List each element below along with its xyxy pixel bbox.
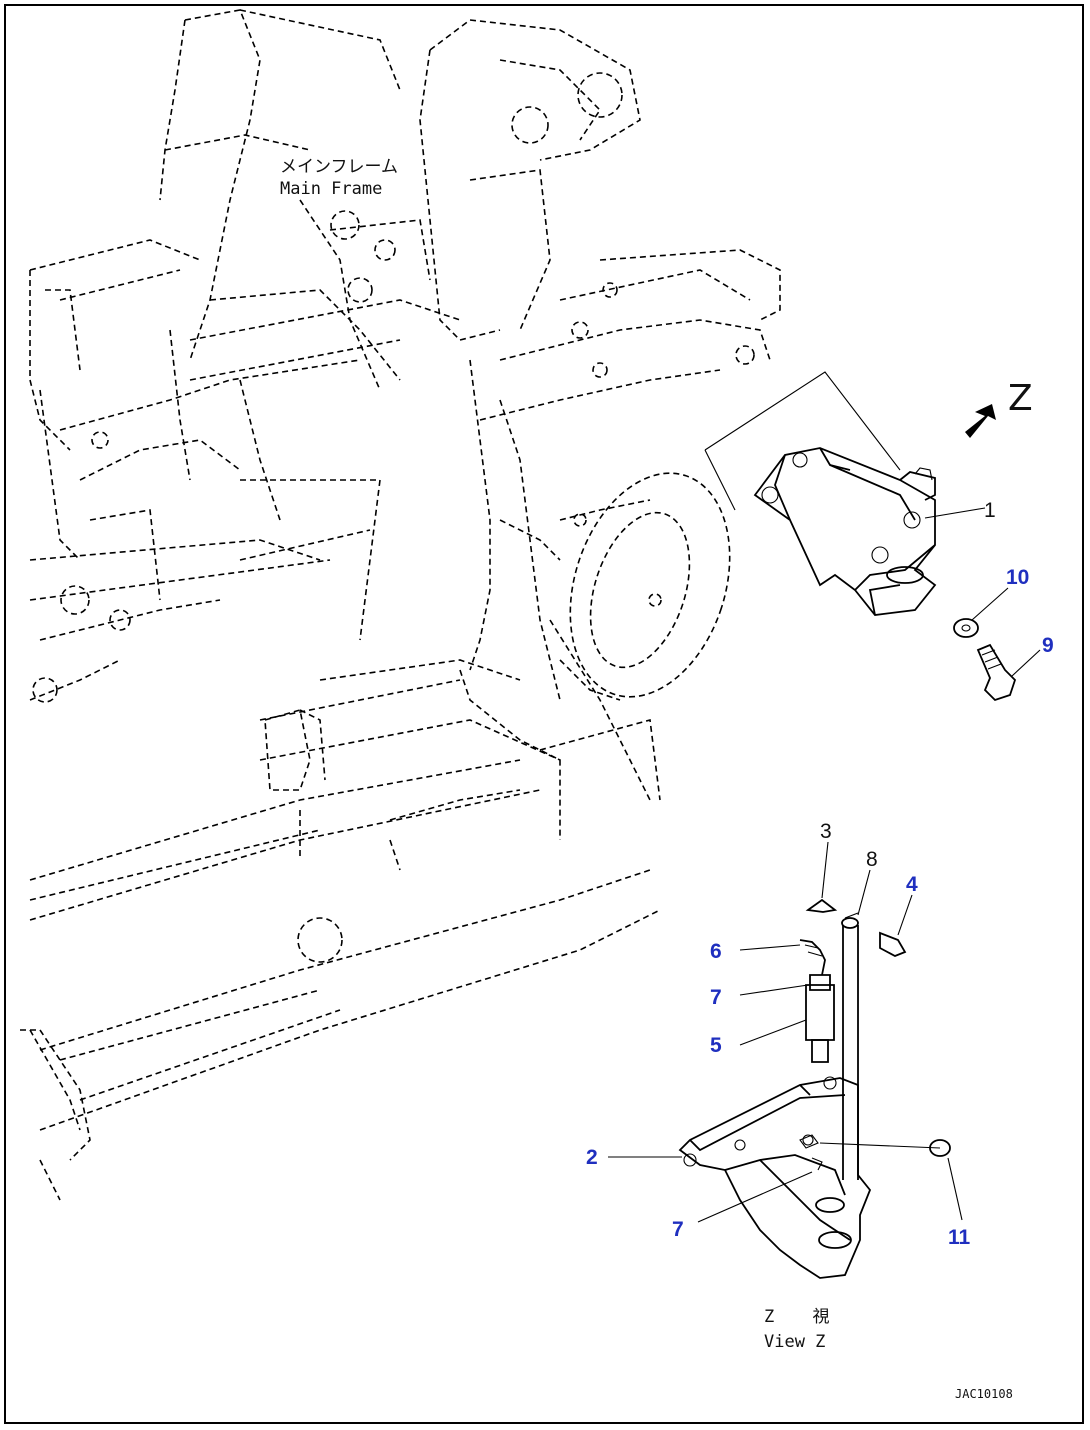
washer-and-bolt xyxy=(953,587,1041,702)
callout-part-1[interactable]: 1 xyxy=(984,499,996,522)
callout-part-8[interactable]: 8 xyxy=(866,848,878,871)
view-z-assembly xyxy=(608,841,963,1279)
view-z-label-jp: Z 視 xyxy=(764,1307,843,1327)
view-z-letter: Z xyxy=(1008,378,1033,419)
callout-part-7-upper[interactable]: 7 xyxy=(710,986,722,1009)
part-1-bracket xyxy=(704,371,986,616)
callout-part-10[interactable]: 10 xyxy=(1006,566,1029,589)
callout-part-9[interactable]: 9 xyxy=(1042,634,1054,657)
callout-part-3[interactable]: 3 xyxy=(820,820,832,843)
main-frame-label-jp: メインフレーム xyxy=(280,157,398,177)
callout-part-5[interactable]: 5 xyxy=(710,1034,722,1057)
view-z-label-en: View Z xyxy=(764,1332,825,1352)
callout-part-6[interactable]: 6 xyxy=(710,940,722,963)
main-frame-drawing xyxy=(20,9,781,1201)
main-frame-label-en: Main Frame xyxy=(280,179,382,199)
callout-part-4[interactable]: 4 xyxy=(906,873,918,896)
view-z-arrow: Z xyxy=(965,378,1033,438)
callout-part-7-lower[interactable]: 7 xyxy=(672,1218,684,1241)
callout-part-2[interactable]: 2 xyxy=(586,1146,598,1169)
callout-part-11[interactable]: 11 xyxy=(948,1226,971,1249)
drawing-id: JAC10108 xyxy=(955,1387,1013,1401)
drawing-border xyxy=(4,4,1084,1424)
